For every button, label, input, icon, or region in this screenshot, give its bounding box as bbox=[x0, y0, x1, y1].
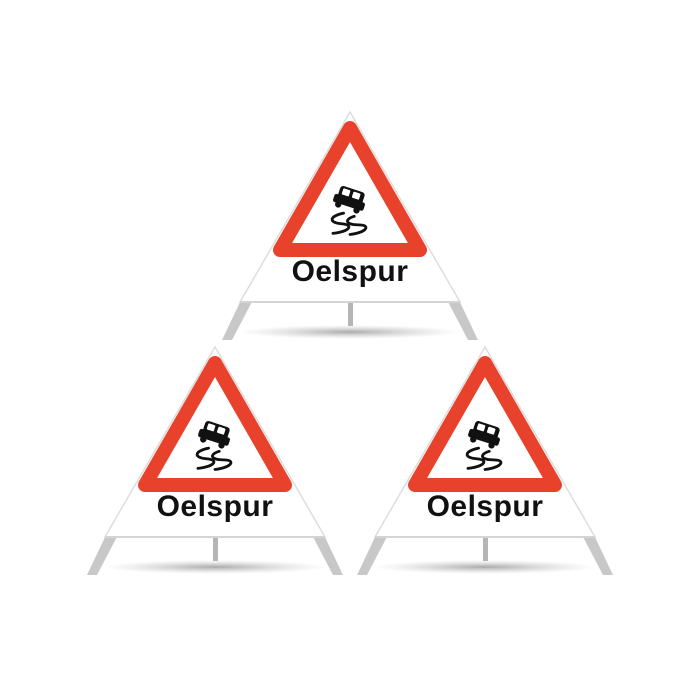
right-leg bbox=[446, 298, 478, 340]
sign-label: Oelspur bbox=[426, 490, 544, 523]
left-leg bbox=[87, 533, 119, 575]
right-leg bbox=[581, 533, 613, 575]
folding-warning-sign: Oelspur bbox=[355, 345, 615, 585]
sign-label: Oelspur bbox=[291, 255, 409, 288]
sign-graphic bbox=[87, 345, 343, 575]
center-stand bbox=[483, 535, 488, 561]
folding-warning-sign: Oelspur bbox=[220, 110, 480, 350]
center-stand bbox=[348, 300, 353, 326]
ground-shadow bbox=[373, 560, 597, 574]
left-leg bbox=[222, 298, 254, 340]
right-leg bbox=[311, 533, 343, 575]
left-leg bbox=[357, 533, 389, 575]
folding-warning-sign: Oelspur bbox=[85, 345, 345, 585]
ground-shadow bbox=[238, 325, 462, 339]
center-stand bbox=[213, 535, 218, 561]
ground-shadow bbox=[103, 560, 327, 574]
sign-graphic bbox=[222, 110, 478, 340]
sign-graphic bbox=[357, 345, 613, 575]
sign-label: Oelspur bbox=[156, 490, 274, 523]
